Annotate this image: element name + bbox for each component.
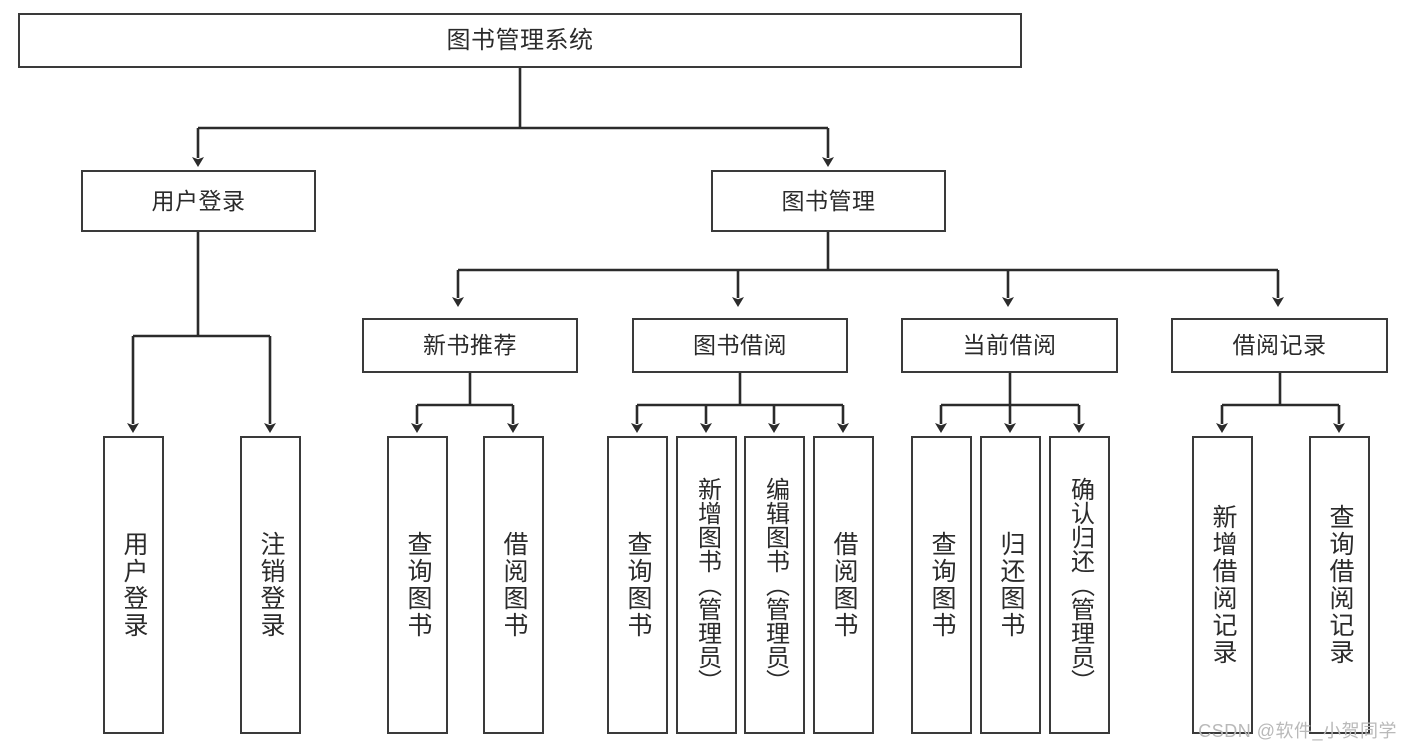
node-label: 注销登录: [257, 531, 285, 639]
node-label: 用户登录: [151, 187, 246, 214]
leaf-book-borrow-query-book[interactable]: 查询图书: [607, 436, 668, 734]
node-label: 借阅记录: [1232, 332, 1327, 359]
node-new-book-recommend[interactable]: 新书推荐: [362, 318, 578, 373]
node-label: 查询图书: [928, 531, 956, 639]
leaf-current-borrow-confirm-return[interactable]: 确认归还（管理员）: [1049, 436, 1110, 734]
leaf-borrow-record-query-record[interactable]: 查询借阅记录: [1309, 436, 1370, 734]
node-label: 图书借阅: [693, 332, 787, 359]
watermark-text: CSDN @软件_小贺同学: [1198, 721, 1397, 741]
node-label: 图书管理: [781, 187, 876, 214]
node-label: 图书管理系统: [446, 26, 594, 54]
node-label: 新增图书（管理员）: [693, 477, 721, 693]
node-label: 借阅图书: [500, 531, 528, 639]
node-label: 用户登录: [120, 531, 148, 639]
node-root-library-system[interactable]: 图书管理系统: [18, 13, 1022, 68]
node-borrow-record[interactable]: 借阅记录: [1171, 318, 1388, 373]
node-label: 查询图书: [404, 531, 432, 639]
leaf-borrow-record-add-record[interactable]: 新增借阅记录: [1192, 436, 1253, 734]
node-label: 查询借阅记录: [1326, 504, 1354, 666]
node-book-borrow[interactable]: 图书借阅: [632, 318, 848, 373]
node-label: 新增借阅记录: [1209, 504, 1237, 666]
leaf-user-logout[interactable]: 注销登录: [240, 436, 301, 734]
node-label: 当前借阅: [962, 332, 1057, 359]
leaf-book-borrow-borrow-book[interactable]: 借阅图书: [813, 436, 874, 734]
leaf-current-borrow-query-book[interactable]: 查询图书: [911, 436, 972, 734]
leaf-current-borrow-return-book[interactable]: 归还图书: [980, 436, 1041, 734]
node-label: 确认归还（管理员）: [1066, 477, 1094, 693]
leaf-book-borrow-edit-book[interactable]: 编辑图书（管理员）: [744, 436, 805, 734]
node-label: 编辑图书（管理员）: [761, 477, 789, 693]
leaf-new-book-borrow-book[interactable]: 借阅图书: [483, 436, 544, 734]
node-label: 借阅图书: [830, 531, 858, 639]
node-label: 新书推荐: [423, 332, 517, 359]
node-user-login[interactable]: 用户登录: [81, 170, 316, 232]
node-label: 归还图书: [997, 531, 1025, 639]
leaf-new-book-query-book[interactable]: 查询图书: [387, 436, 448, 734]
node-book-management[interactable]: 图书管理: [711, 170, 946, 232]
leaf-user-login[interactable]: 用户登录: [103, 436, 164, 734]
node-label: 查询图书: [624, 531, 652, 639]
leaf-book-borrow-add-book[interactable]: 新增图书（管理员）: [676, 436, 737, 734]
node-current-borrow[interactable]: 当前借阅: [901, 318, 1118, 373]
